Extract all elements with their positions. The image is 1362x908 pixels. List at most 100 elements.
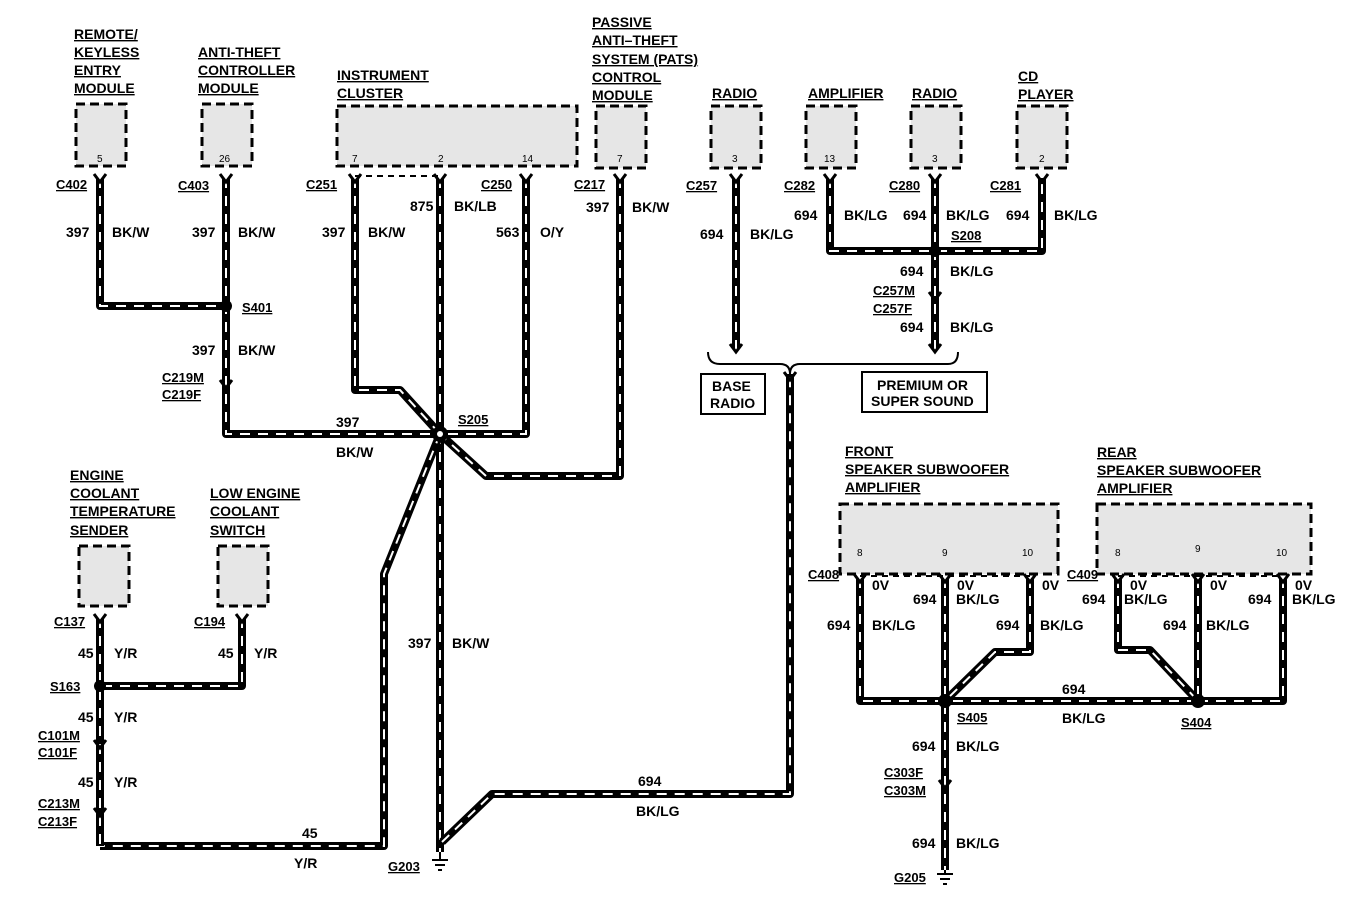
radio-premium-box [909, 104, 963, 170]
svg-text:BK/W: BK/W [452, 635, 490, 651]
connector-chevron-8 [927, 173, 943, 185]
connector-chevron-5 [612, 173, 628, 185]
svg-text:BASE: BASE [712, 378, 751, 394]
svg-text:SWITCH: SWITCH [210, 522, 265, 538]
svg-text:BK/W: BK/W [112, 224, 150, 240]
svg-text:BK/LG: BK/LG [956, 835, 1000, 851]
svg-text:ANTI–THEFT: ANTI–THEFT [592, 32, 678, 48]
svg-text:PASSIVE: PASSIVE [592, 14, 652, 30]
svg-text:BK/LG: BK/LG [956, 738, 1000, 754]
svg-text:0V: 0V [1042, 577, 1060, 593]
svg-text:C408: C408 [808, 567, 839, 582]
svg-text:45: 45 [218, 645, 234, 661]
svg-text:C257F: C257F [873, 301, 912, 316]
svg-text:CD: CD [1018, 68, 1038, 84]
svg-text:10: 10 [1276, 548, 1288, 559]
svg-text:BK/LG: BK/LG [1292, 591, 1336, 607]
svg-text:BK/LG: BK/LG [750, 226, 794, 242]
svg-text:C257: C257 [686, 178, 717, 193]
radio-base-box [709, 104, 763, 170]
svg-text:C303M: C303M [884, 783, 926, 798]
svg-text:BK/LG: BK/LG [1206, 617, 1250, 633]
svg-text:C101F: C101F [38, 745, 77, 760]
wire-397-cluster [351, 178, 443, 437]
ground-g203-label: G203 [388, 859, 420, 874]
title-rear-sub-amp: REAR SPEAKER SUBWOOFER AMPLIFIER [1097, 444, 1261, 496]
remote-keyless-entry-module-box [74, 102, 128, 168]
svg-text:Y/R: Y/R [114, 645, 137, 661]
svg-text:BK/LG: BK/LG [950, 319, 994, 335]
ground-g205-symbol [937, 870, 953, 885]
svg-text:694: 694 [1062, 681, 1086, 697]
connector-chevron-15 [92, 807, 108, 819]
svg-text:BK/LG: BK/LG [946, 207, 990, 223]
svg-text:13: 13 [824, 154, 836, 165]
rear-subwoofer-amplifier-box [1095, 502, 1313, 576]
svg-text:8: 8 [857, 548, 863, 559]
connector-chevron-4 [518, 173, 534, 185]
base-radio-label: BASE RADIO [710, 378, 755, 411]
svg-text:C402: C402 [56, 177, 87, 192]
amplifier-box [804, 104, 858, 170]
svg-text:2: 2 [438, 154, 444, 165]
connector-chevron-18 [1022, 573, 1038, 585]
svg-text:C213F: C213F [38, 814, 77, 829]
svg-text:ENTRY: ENTRY [74, 62, 122, 78]
ground-g205-label: G205 [894, 870, 926, 885]
svg-text:BK/LG: BK/LG [950, 263, 994, 279]
svg-text:0V: 0V [872, 577, 890, 593]
svg-text:694: 694 [1082, 591, 1106, 607]
connector-chevron-17 [937, 573, 953, 585]
svg-text:C194: C194 [194, 614, 226, 629]
svg-text:MODULE: MODULE [74, 80, 135, 96]
connector-chevron-2 [347, 173, 363, 185]
connector-chevron-22 [937, 779, 953, 791]
svg-text:BK/LG: BK/LG [872, 617, 916, 633]
svg-text:Y/R: Y/R [254, 645, 277, 661]
svg-text:INSTRUMENT: INSTRUMENT [337, 67, 429, 83]
low-engine-coolant-switch-box [216, 544, 270, 608]
cd-player-box [1015, 104, 1069, 170]
svg-text:CONTROL: CONTROL [592, 69, 662, 85]
svg-text:397: 397 [586, 199, 610, 215]
svg-text:694: 694 [700, 226, 724, 242]
svg-text:7: 7 [352, 154, 358, 165]
svg-text:C213M: C213M [38, 796, 80, 811]
svg-text:45: 45 [78, 645, 94, 661]
svg-text:694: 694 [1248, 591, 1272, 607]
svg-text:C257M: C257M [873, 283, 915, 298]
svg-text:PLAYER: PLAYER [1018, 86, 1074, 102]
svg-text:BK/W: BK/W [238, 224, 276, 240]
circuit-labels: 397 BK/W 397 BK/W 397 BK/W 397 BK/W 875 … [66, 198, 1336, 871]
svg-text:0V: 0V [1295, 577, 1313, 593]
svg-text:694: 694 [996, 617, 1020, 633]
title-anti-theft: ANTI-THEFT CONTROLLER MODULE [198, 44, 295, 96]
base-radio-option-box [700, 373, 766, 415]
svg-text:10: 10 [1022, 548, 1034, 559]
svg-text:563: 563 [496, 224, 520, 240]
svg-text:CLUSTER: CLUSTER [337, 85, 403, 101]
svg-text:KEYLESS: KEYLESS [74, 44, 139, 60]
svg-text:LOW ENGINE: LOW ENGINE [210, 485, 300, 501]
title-instrument-cluster: INSTRUMENT CLUSTER [337, 67, 429, 101]
svg-text:SYSTEM (PATS): SYSTEM (PATS) [592, 51, 698, 67]
svg-text:C219M: C219M [162, 370, 204, 385]
svg-text:BK/LG: BK/LG [956, 591, 1000, 607]
svg-text:C282: C282 [784, 178, 815, 193]
pin-numbers: 5 26 7 2 14 7 3 13 3 2 8 9 10 8 9 10 [97, 154, 1288, 559]
svg-text:AMPLIFIER: AMPLIFIER [1097, 480, 1172, 496]
svg-text:694: 694 [912, 738, 936, 754]
svg-text:BK/LG: BK/LG [844, 207, 888, 223]
title-radio-premium: RADIO [912, 85, 957, 101]
connector-chevron-1 [218, 173, 234, 185]
anti-theft-controller-module-box [200, 102, 254, 168]
splice-s401-dot [220, 300, 232, 312]
splice-s208-dot [929, 245, 941, 257]
title-remote-keyless: REMOTE/ KEYLESS ENTRY MODULE [74, 26, 139, 96]
svg-text:0V: 0V [957, 577, 975, 593]
svg-text:S404: S404 [1181, 715, 1212, 730]
connector-chevron-14 [92, 739, 108, 751]
front-subwoofer-amplifier-box [838, 502, 1060, 576]
svg-text:BK/LG: BK/LG [1054, 207, 1098, 223]
connector-chevron-13 [234, 613, 250, 625]
